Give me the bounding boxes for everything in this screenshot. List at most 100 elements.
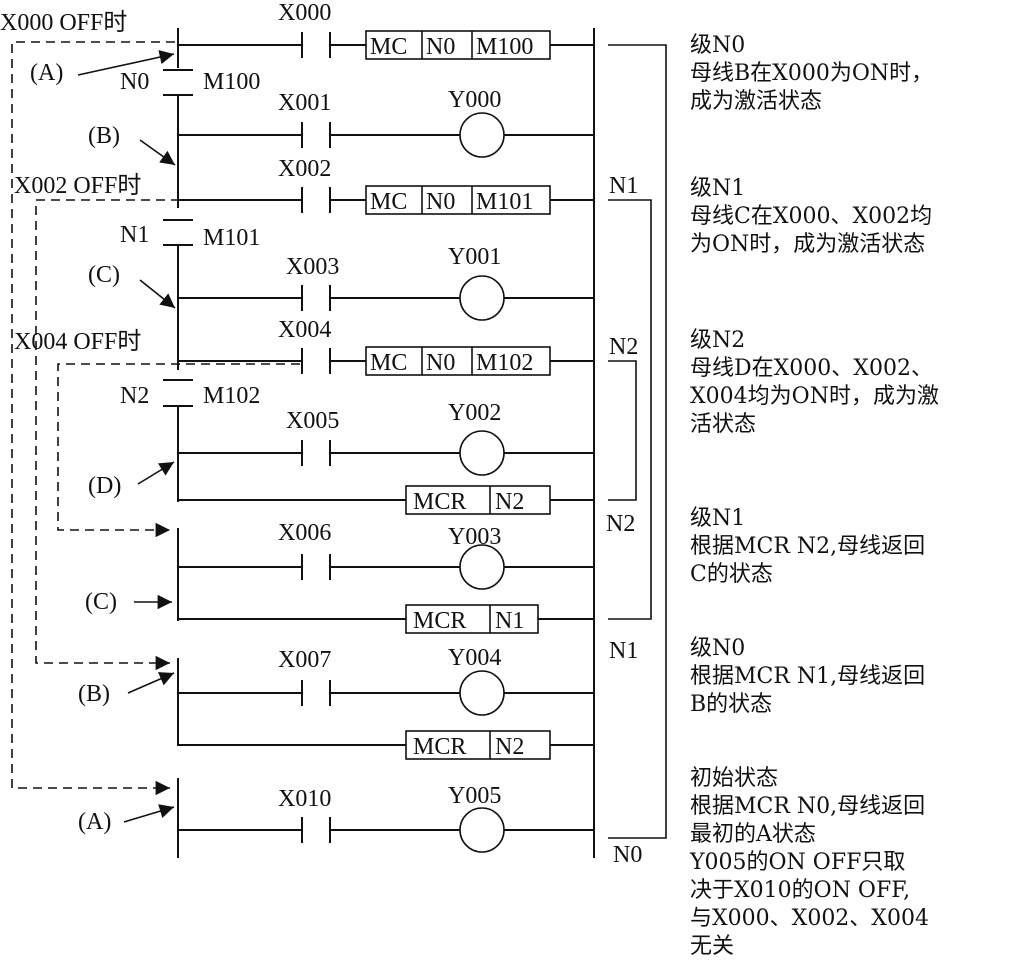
coil-label: Y003 — [448, 524, 501, 550]
mc-nest-label: N0 — [426, 189, 455, 215]
output-coil — [459, 275, 505, 321]
note-line: 母线D在X000、X002、 — [690, 356, 933, 381]
bus-state-arrow — [137, 461, 175, 485]
output-coil — [459, 544, 505, 590]
bus-state-arrow — [127, 672, 175, 694]
output-coil — [459, 112, 505, 158]
bus-state-arrow — [77, 50, 175, 76]
mc-nest-label: N0 — [426, 350, 455, 376]
contact-label: X004 — [278, 317, 331, 343]
note-line: 决于X010的ON OFF, — [690, 878, 911, 903]
coil-label: Y000 — [448, 87, 501, 113]
rung-y005 — [178, 807, 594, 853]
mcr-nest-label: N2 — [495, 734, 524, 760]
master-contact-device-label: M102 — [203, 383, 260, 409]
off-route-x004 — [57, 363, 300, 538]
note-title: 级N0 — [690, 33, 746, 58]
note-line: 成为激活状态 — [690, 89, 823, 114]
note-line: 根据MCR N2,母线返回 — [690, 534, 926, 559]
contact-label: X006 — [278, 520, 331, 546]
bus-state-label: (D) — [88, 473, 121, 499]
off-route-x000 — [11, 41, 175, 796]
note-title: 初始状态 — [690, 766, 779, 791]
contact-label: X005 — [286, 408, 339, 434]
off-condition-label: X000 OFF时 — [0, 9, 127, 36]
rung-y004 — [178, 670, 594, 716]
note-title: 级N1 — [690, 176, 746, 201]
rung-mcr-n0 — [178, 730, 594, 760]
nest-bracket-n2 — [608, 360, 637, 501]
mc-device-label: M100 — [476, 34, 533, 60]
master-contact-n0 — [163, 69, 193, 96]
output-coil — [459, 807, 505, 853]
rung-y003 — [178, 544, 594, 590]
mc-op-label: MC — [370, 34, 407, 60]
note-stage-n0: 级N0 母线B在X000为ON时， 成为激活状态 — [690, 32, 1020, 116]
bracket-label: N0 — [613, 842, 642, 868]
note-line: 为ON时，成为激活状态 — [690, 232, 926, 257]
master-contact-nest-label: N0 — [120, 69, 149, 95]
bracket-label: N1 — [609, 638, 638, 664]
note-line: 最初的A状态 — [690, 822, 816, 847]
note-line: 母线C在X000、X002均 — [690, 204, 933, 229]
mc-op-label: MC — [370, 350, 407, 376]
master-contact-n1 — [163, 219, 193, 246]
mc-device-label: M101 — [476, 189, 533, 215]
mcr-op-label: MCR — [413, 734, 466, 760]
note-title: 级N2 — [690, 328, 746, 353]
coil-label: Y005 — [448, 783, 501, 809]
contact-label: X010 — [278, 786, 331, 812]
bus-state-arrow — [139, 139, 176, 166]
contact-label: X001 — [278, 90, 331, 116]
bus-state-label: (A) — [78, 809, 111, 835]
bus-state-label: (A) — [30, 60, 63, 86]
mcr-nest-label: N2 — [495, 489, 524, 515]
mcr-op-label: MCR — [413, 608, 466, 634]
mc-instruction-box — [365, 30, 551, 60]
bus-state-label: (B) — [88, 123, 120, 149]
off-condition-label: X004 OFF时 — [14, 328, 141, 355]
mcr-op-label: MCR — [413, 489, 466, 515]
rung-mc-n2 — [178, 346, 594, 376]
note-stage-n2: 级N2 母线D在X000、X002、 X004均为ON时，成为激 活状态 — [690, 327, 1020, 439]
contact-label: X003 — [286, 254, 339, 280]
note-line: 母线B在X000为ON时， — [690, 61, 934, 86]
output-coil — [459, 670, 505, 716]
bus-state-label: (C) — [85, 589, 117, 615]
contact-label: X007 — [278, 647, 331, 673]
coil-label: Y004 — [448, 645, 501, 671]
rung-mc-n0 — [178, 30, 594, 60]
note-line: 根据MCR N1,母线返回 — [690, 664, 926, 689]
note-initial-state: 初始状态 根据MCR N0,母线返回 最初的A状态 Y005的ON OFF只取 … — [690, 765, 1020, 961]
mc-instruction-box — [365, 346, 551, 376]
mc-nest-label: N0 — [426, 34, 455, 60]
bus-state-arrow — [123, 804, 175, 823]
rung-mcr-n1 — [178, 604, 594, 634]
off-condition-label: X002 OFF时 — [14, 172, 141, 199]
bus-state-label: (B) — [78, 681, 110, 707]
master-contact-device-label: M101 — [203, 225, 260, 251]
note-stage-n1: 级N1 母线C在X000、X002均 为ON时，成为激活状态 — [690, 175, 1020, 259]
bracket-label: N2 — [609, 334, 638, 360]
note-title: 级N1 — [690, 506, 746, 531]
mc-op-label: MC — [370, 189, 407, 215]
mcr-nest-label: N1 — [495, 608, 524, 634]
output-coil — [459, 430, 505, 476]
note-line: 活状态 — [690, 412, 757, 437]
note-line: 与X000、X002、X004 — [690, 906, 929, 931]
note-line: X004均为ON时，成为激 — [690, 384, 939, 409]
note-return-n1: 级N1 根据MCR N2,母线返回 C的状态 — [690, 505, 1020, 589]
note-line: B的状态 — [690, 692, 773, 717]
off-route-x002 — [35, 199, 300, 671]
note-title: 级N0 — [690, 636, 746, 661]
mc-device-label: M102 — [476, 350, 533, 376]
coil-label: Y002 — [448, 400, 501, 426]
rung-mcr-n2 — [178, 485, 594, 515]
rung-y002 — [178, 430, 594, 476]
master-contact-nest-label: N2 — [120, 383, 149, 409]
contact-label: X000 — [278, 0, 331, 26]
contact-label: X002 — [278, 156, 331, 182]
coil-label: Y001 — [448, 244, 501, 270]
note-return-n0: 级N0 根据MCR N1,母线返回 B的状态 — [690, 635, 1020, 719]
